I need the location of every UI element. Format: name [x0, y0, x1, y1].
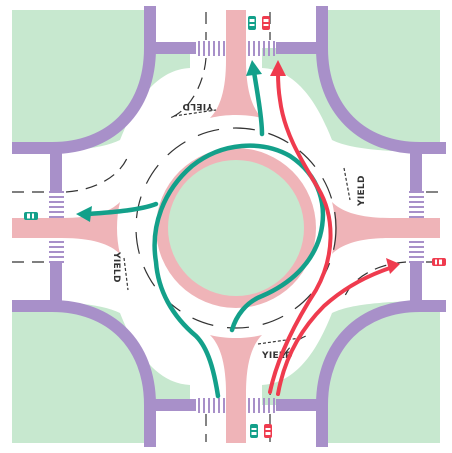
- splitter-islands: [12, 10, 440, 443]
- grass-bottom-right: [262, 301, 440, 443]
- car-icon: [24, 212, 38, 220]
- yield-label-west: YIELD: [111, 251, 121, 283]
- yield-line-north: [173, 109, 217, 117]
- grass-top-right: [262, 10, 440, 152]
- island-west: [12, 202, 120, 254]
- car-icon: [248, 16, 256, 30]
- car-icon: [250, 424, 258, 438]
- yield-label-north: YIELD: [182, 101, 214, 111]
- arrow-head-icon: [76, 206, 92, 222]
- arrow-head-icon: [246, 60, 262, 76]
- teal-routes: [85, 69, 326, 399]
- red-routes: [268, 70, 392, 396]
- central-island: [156, 148, 316, 308]
- yield-line-east: [343, 167, 351, 201]
- sidewalk-curve-bl: [12, 300, 156, 447]
- car-icon: [262, 16, 270, 30]
- sidewalk-curve-br: [316, 300, 446, 447]
- yield-lines: [123, 109, 351, 345]
- island-south: [210, 335, 262, 443]
- arrow-head-icon: [270, 60, 286, 76]
- red-route-south-to-north: [268, 70, 333, 394]
- teal-route-west-exit: [85, 201, 159, 217]
- yield-line-south: [257, 337, 301, 345]
- lane-west-upper: [12, 155, 129, 193]
- island-east: [332, 202, 440, 254]
- island-north: [210, 10, 262, 118]
- red-arrowheads: [270, 60, 400, 274]
- teal-arrowheads: [76, 60, 262, 222]
- yield-line-west: [123, 257, 129, 291]
- inner-lane-line: [135, 127, 337, 329]
- yield-labels: YIELD YIELD YIELD YIELD: [111, 101, 367, 361]
- sidewalk-curve-tr: [316, 47, 446, 154]
- yield-label-east: YIELD: [357, 175, 367, 207]
- car-icon: [264, 424, 272, 438]
- yield-label-south: YIELD: [261, 351, 293, 361]
- teal-route-south-to-west: [152, 143, 326, 399]
- red-route-south-to-east: [276, 266, 392, 396]
- sidewalks: [12, 6, 446, 447]
- car-icon: [432, 258, 446, 266]
- center-grass: [168, 160, 304, 296]
- island-north-top: [226, 10, 246, 42]
- teal-route-north-exit: [251, 69, 265, 137]
- cars: [24, 16, 446, 438]
- arrow-head-icon: [386, 258, 400, 274]
- sidewalk-curve-tl: [12, 47, 156, 154]
